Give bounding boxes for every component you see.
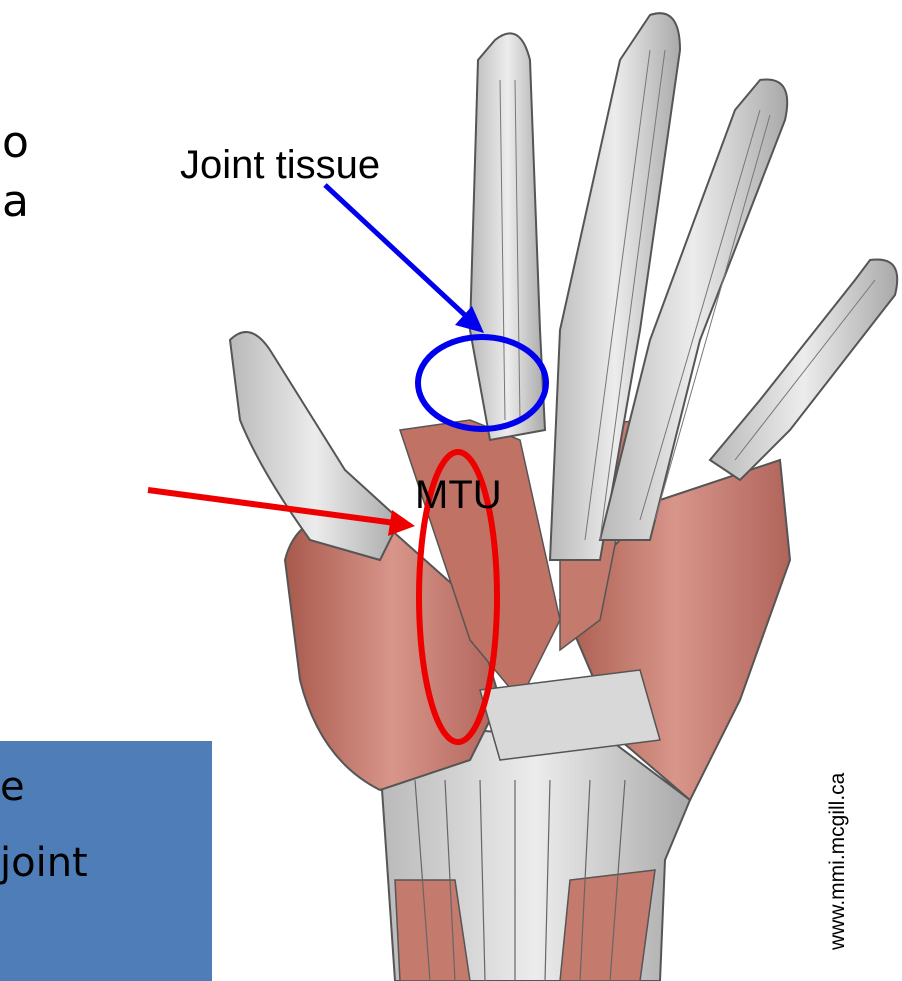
text-box-line: e	[0, 767, 25, 807]
source-credit-text: www.mmi.mcgill.ca	[826, 773, 850, 950]
forearm-muscle	[560, 870, 655, 981]
joint-arrow	[325, 185, 468, 318]
source-credit: www.mmi.mcgill.ca	[826, 700, 866, 960]
mtu-arrowhead	[388, 510, 415, 536]
slide-text-fragment: o	[2, 121, 29, 165]
text-box: e joint	[0, 741, 212, 981]
thumb	[230, 332, 400, 560]
text-box-line: joint	[0, 843, 88, 883]
joint-tissue-label: Joint tissue	[180, 145, 380, 185]
mtu-label: MTU	[415, 475, 502, 515]
little-finger	[710, 259, 897, 480]
index-finger	[470, 33, 545, 440]
slide-text-fragment: a	[2, 180, 29, 224]
